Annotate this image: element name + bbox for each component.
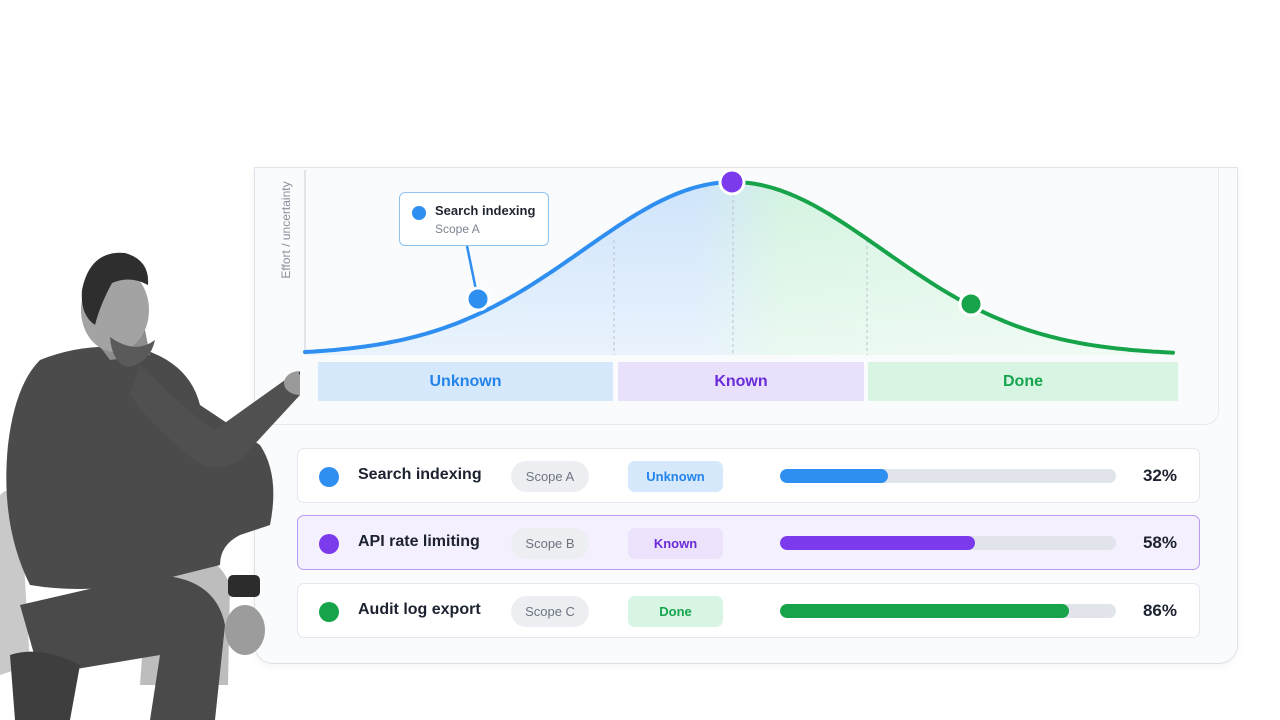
progress-value: 32% (1142, 466, 1177, 485)
progress-fill (780, 604, 1069, 618)
tooltip-dot (412, 206, 426, 220)
progress-track (780, 604, 1116, 618)
tooltip-connector (465, 245, 478, 291)
progress-fill (780, 469, 888, 483)
marker-tooltip: Search indexing Scope A (399, 192, 549, 246)
hill-line-unknown (303, 180, 735, 354)
status-dot (319, 467, 339, 487)
band-unknown: Unknown (318, 362, 613, 401)
marker-api-rate-limiting[interactable] (718, 168, 746, 196)
progress-fill (780, 536, 975, 550)
scope-badge: Scope A (511, 461, 589, 492)
status-badge: Unknown (628, 461, 723, 492)
progress-value: 58% (1142, 533, 1177, 552)
progress-track (780, 469, 1116, 483)
status-badge: Done (628, 596, 723, 627)
scope-badge: Scope B (511, 528, 589, 559)
list-item[interactable]: API rate limiting Scope B Known 58% (297, 515, 1200, 570)
band-done: Done (868, 362, 1178, 401)
progress-value: 86% (1142, 601, 1177, 620)
hill-fade (305, 182, 1176, 355)
scope-badge: Scope C (511, 596, 589, 627)
status-badge: Known (628, 528, 723, 559)
band-known: Known (618, 362, 864, 401)
list-item[interactable]: Audit log export Scope C Done 86% (297, 583, 1200, 638)
item-name: API rate limiting (358, 533, 480, 550)
phase-guides (613, 182, 868, 355)
chart-card (255, 168, 1219, 425)
list-item[interactable]: Search indexing Scope A Unknown 32% (297, 448, 1200, 503)
marker-audit-log-export[interactable] (958, 291, 984, 317)
tooltip-title: Search indexing (435, 203, 536, 218)
status-dot (319, 534, 339, 554)
progress-track (780, 536, 1116, 550)
marker-search-indexing[interactable] (465, 286, 491, 312)
item-name: Search indexing (358, 466, 482, 483)
item-name: Audit log export (358, 601, 481, 618)
status-dot (319, 602, 339, 622)
hill-line-done (727, 179, 1175, 355)
tooltip-subtitle: Scope A (435, 222, 480, 236)
presenter-image (0, 252, 300, 720)
